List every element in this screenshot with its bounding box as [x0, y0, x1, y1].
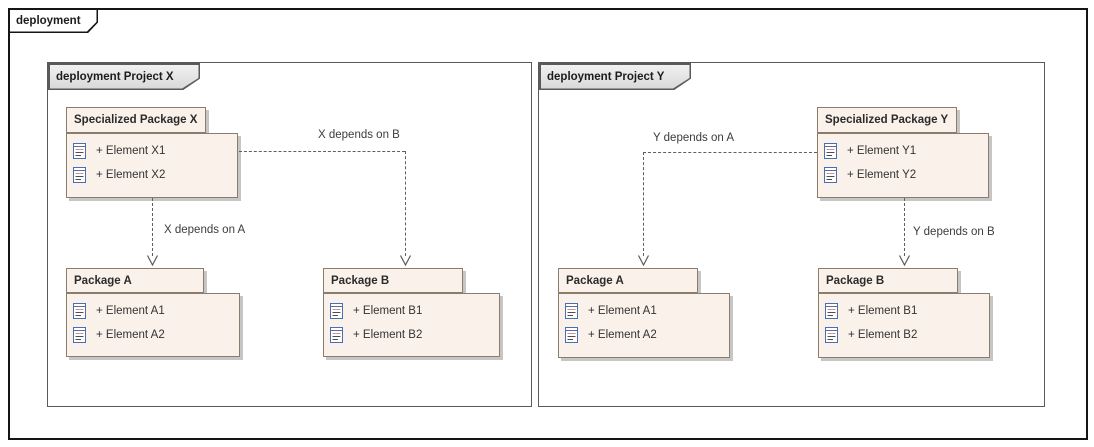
package-body[interactable]: + Element X1 + Element X2 — [66, 133, 238, 198]
project-y-frame-tab[interactable]: deployment Project Y — [539, 63, 691, 90]
dependency-label: X depends on B — [318, 129, 400, 141]
package-element-item[interactable]: + Element A2 — [559, 323, 729, 347]
open-arrowhead-icon — [399, 255, 412, 266]
package-element-item[interactable]: + Element A2 — [67, 323, 239, 347]
element-icon — [824, 167, 837, 183]
element-icon — [73, 143, 86, 159]
project-x-frame-tab[interactable]: deployment Project X — [48, 63, 200, 90]
element-icon — [825, 327, 838, 343]
dependency-line[interactable] — [904, 198, 905, 256]
element-label: + Element X2 — [96, 169, 166, 181]
element-label: + Element B1 — [848, 305, 918, 317]
element-icon — [330, 327, 343, 343]
element-icon — [73, 327, 86, 343]
element-label: + Element B2 — [848, 329, 918, 341]
package-body[interactable]: + Element A1 + Element A2 — [558, 293, 730, 358]
package-element-item[interactable]: + Element B2 — [324, 323, 499, 347]
deployment-frame-tab[interactable]: deployment — [8, 8, 98, 33]
package-tab[interactable]: Specialized Package Y — [817, 107, 957, 133]
element-icon — [73, 303, 86, 319]
open-arrowhead-icon — [146, 255, 159, 266]
package-element-item[interactable]: + Element Y2 — [818, 163, 988, 187]
package-body[interactable]: + Element B1 + Element B2 — [818, 293, 990, 358]
frame-tab-fill — [9, 9, 97, 32]
dependency-label: Y depends on A — [653, 132, 734, 144]
element-icon — [824, 143, 837, 159]
frame-tab-fill — [540, 64, 690, 89]
dependency-line[interactable] — [643, 152, 644, 256]
element-label: + Element A2 — [96, 329, 165, 341]
element-icon — [330, 303, 343, 319]
package-tab[interactable]: Package B — [323, 268, 463, 293]
element-label: + Element X1 — [96, 145, 166, 157]
package-element-item[interactable]: + Element B1 — [819, 299, 989, 323]
element-icon — [73, 167, 86, 183]
dependency-line[interactable] — [239, 151, 405, 152]
element-label: + Element A2 — [588, 329, 657, 341]
frame-tab-label: deployment Project X — [56, 70, 174, 83]
package-element-item[interactable]: + Element X1 — [67, 139, 237, 163]
package-name: Package A — [74, 274, 132, 287]
package-tab[interactable]: Package A — [66, 268, 204, 293]
open-arrowhead-icon — [637, 255, 650, 266]
open-arrowhead-icon — [898, 255, 911, 266]
dependency-line[interactable] — [405, 151, 406, 256]
frame-tab-label: deployment Project Y — [547, 70, 665, 83]
element-label: + Element B2 — [353, 329, 423, 341]
package-body[interactable]: + Element B1 + Element B2 — [323, 293, 500, 357]
package-element-item[interactable]: + Element A1 — [67, 299, 239, 323]
element-icon — [565, 327, 578, 343]
package-name: Specialized Package X — [74, 114, 198, 126]
element-icon — [565, 303, 578, 319]
package-tab[interactable]: Package A — [558, 268, 698, 293]
element-label: + Element Y2 — [847, 169, 917, 181]
element-label: + Element B1 — [353, 305, 423, 317]
element-icon — [825, 303, 838, 319]
package-name: Package A — [566, 274, 624, 287]
package-tab[interactable]: Package B — [818, 268, 958, 293]
frame-tab-label: deployment — [16, 14, 81, 27]
element-label: + Element Y1 — [847, 145, 917, 157]
package-body[interactable]: + Element Y1 + Element Y2 — [817, 133, 989, 198]
package-element-item[interactable]: + Element Y1 — [818, 139, 988, 163]
element-label: + Element A1 — [96, 305, 165, 317]
package-element-item[interactable]: + Element B1 — [324, 299, 499, 323]
package-name: Specialized Package Y — [825, 114, 949, 126]
frame-tab-fill — [49, 64, 199, 89]
package-name: Package B — [826, 274, 885, 287]
package-tab[interactable]: Specialized Package X — [66, 107, 206, 133]
package-element-item[interactable]: + Element A1 — [559, 299, 729, 323]
package-element-item[interactable]: + Element B2 — [819, 323, 989, 347]
element-label: + Element A1 — [588, 305, 657, 317]
package-name: Package B — [331, 274, 390, 287]
dependency-label: Y depends on B — [913, 226, 995, 238]
dependency-line[interactable] — [152, 198, 153, 256]
package-body[interactable]: + Element A1 + Element A2 — [66, 293, 240, 357]
dependency-label: X depends on A — [164, 224, 246, 236]
package-element-item[interactable]: + Element X2 — [67, 163, 237, 187]
dependency-line[interactable] — [643, 152, 817, 153]
